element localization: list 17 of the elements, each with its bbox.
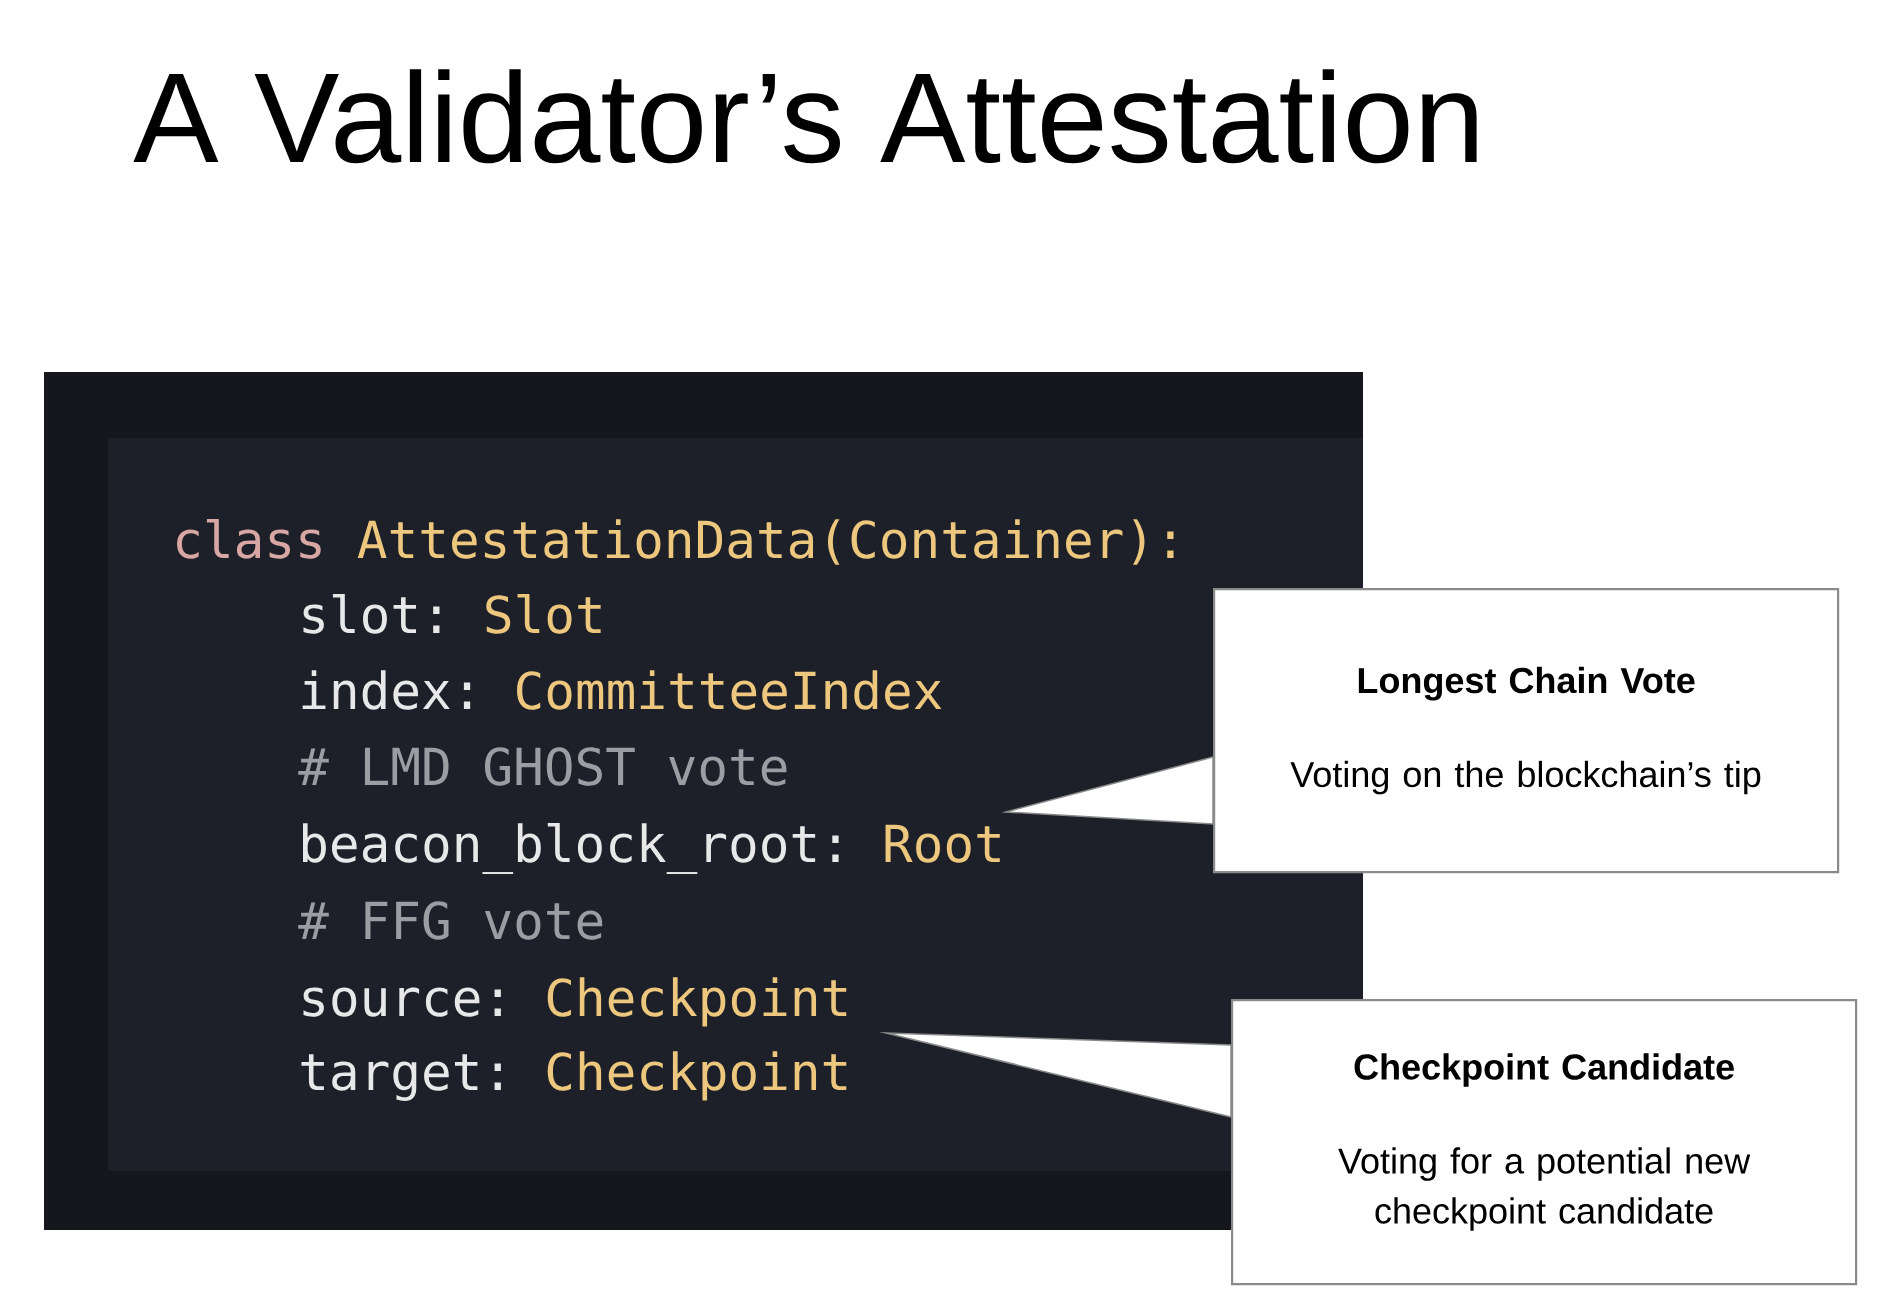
code-text: # FFG vote bbox=[298, 901, 603, 940]
code-text: slot: bbox=[303, 594, 440, 634]
slide-title: A Validator’s Attestation bbox=[133, 69, 1477, 164]
callout-box: Longest Chain Vote Voting on the blockchain’s tip bbox=[1213, 588, 1840, 874]
code-text: beacon_block_root: bbox=[303, 823, 839, 875]
code-text: Checkpoint bbox=[547, 1051, 847, 1101]
code-text: # LMD GHOST vote bbox=[298, 747, 787, 786]
code-text: class bbox=[177, 519, 321, 559]
code-text: target: bbox=[301, 1054, 501, 1101]
code-text: Root bbox=[885, 824, 1000, 863]
code-text: Checkpoint bbox=[547, 977, 847, 1027]
code-text: AttestationData(Container): bbox=[357, 519, 1174, 565]
callout-box: Checkpoint Candidate Voting for a potential new checkpoint candidate bbox=[1231, 999, 1858, 1286]
code-text: CommitteeIndex bbox=[517, 670, 942, 710]
code-text: index: bbox=[302, 670, 471, 710]
code-text: Slot bbox=[486, 594, 601, 634]
code-text: source: bbox=[303, 987, 501, 1017]
